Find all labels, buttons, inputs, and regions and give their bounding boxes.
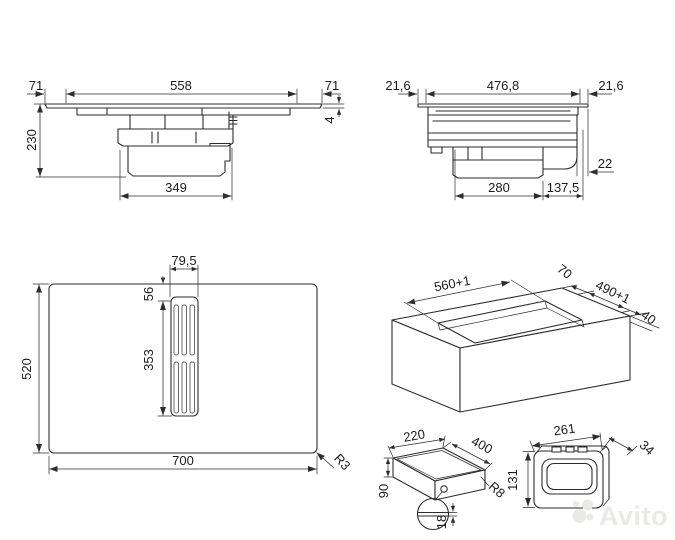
front-view-dimensions: 71 558 71 4 230 349 [24, 78, 345, 201]
dim-flange-width: 261 [553, 421, 577, 439]
grille-slots [173, 304, 195, 414]
duct-part-view: 220 400 90 R8 18 [376, 426, 508, 531]
dim-side-right-margin: 21,6 [598, 78, 623, 93]
front-view-geometry [44, 103, 323, 177]
side-view-geometry [417, 103, 589, 179]
grille-outline [170, 296, 199, 417]
front-view: 71 558 71 4 230 349 [24, 78, 345, 201]
dim-flange-height: 131 [505, 469, 520, 491]
top-view-dimensions: 79,5 56 353 520 700 R3 [19, 253, 353, 475]
dim-side-box-depth: 280 [488, 180, 510, 195]
dim-cutout-rear-margin: 70 [554, 261, 575, 282]
flange-part-view: 261 34 131 [505, 421, 658, 509]
cutout-inner-wall [437, 300, 585, 331]
glass-profile [417, 103, 589, 108]
rear-chamber [542, 146, 578, 170]
watermark-brand: Avito [599, 501, 668, 531]
dim-duct-length: 400 [469, 433, 495, 456]
dim-top-grille-length: 353 [141, 349, 156, 371]
dim-front-total-height: 230 [24, 129, 39, 151]
dim-side-body-depth: 476,8 [487, 78, 520, 93]
detail-leader [435, 491, 443, 500]
top-view-geometry [48, 283, 318, 454]
filter-tray-ticks [151, 131, 197, 144]
dim-front-motor-width: 349 [165, 180, 187, 195]
left-coil-housing [129, 114, 166, 130]
left-foot [430, 146, 443, 154]
main-body [427, 114, 578, 148]
watermark-logo-dot [586, 513, 594, 521]
dim-cutout-side-margin: 40 [638, 307, 658, 328]
flange-ring-outer [541, 458, 598, 495]
dim-top-corner-radius: R3 [331, 451, 353, 473]
body-inner-lines [427, 120, 578, 141]
dim-front-glass-thickness: 4 [322, 116, 337, 123]
side-view: 21,6 476,8 21,6 22 280 137,5 [385, 78, 624, 201]
detail-point-marker [440, 485, 448, 493]
cutout-iso-view: 560+1 70 490+1 40 [391, 261, 660, 413]
cutout-geometry [391, 287, 631, 413]
dim-front-left-margin: 71 [29, 78, 43, 93]
dim-front-right-margin: 71 [325, 78, 339, 93]
dim-side-left-margin: 21,6 [385, 78, 410, 93]
dim-duct-wall: 18 [434, 515, 449, 529]
lower-box [452, 146, 544, 179]
dim-top-grille-width: 79,5 [171, 253, 196, 268]
watermark-logo-dot [582, 499, 593, 511]
glass-profile [44, 103, 323, 109]
dim-flange-depth: 34 [637, 437, 658, 458]
flange-tab [577, 446, 588, 453]
body-band [76, 107, 291, 116]
top-view: 79,5 56 353 520 700 R3 [19, 253, 353, 475]
duct-geometry [392, 447, 486, 531]
duct-right-face [434, 469, 486, 501]
flange-rear-outline [540, 445, 610, 500]
dim-side-rear-gap: 22 [598, 156, 612, 171]
dim-cutout-width: 560+1 [433, 273, 472, 295]
motor-box [127, 142, 231, 177]
hob-outline [48, 283, 318, 454]
side-view-dimensions: 21,6 476,8 21,6 22 280 137,5 [385, 78, 624, 201]
flange-tab [565, 446, 575, 453]
dim-side-rear-depth: 137,5 [547, 180, 580, 195]
dim-top-grille-offset: 56 [141, 287, 156, 301]
dim-front-glass-width: 558 [170, 78, 192, 93]
dim-cutout-depth: 490+1 [593, 277, 632, 306]
terminal-pins [228, 111, 238, 129]
extension-lines [33, 88, 345, 201]
lower-box-details [452, 146, 544, 161]
dim-duct-width: 220 [402, 426, 426, 445]
flange-tab [551, 446, 562, 453]
detail-circle [416, 497, 450, 531]
watermark-logo-dot [573, 501, 579, 507]
duct-top-inset [396, 450, 482, 480]
dim-top-hob-width: 700 [172, 453, 194, 468]
extension-lines [403, 279, 546, 324]
detail-wall-section [417, 511, 450, 517]
flange-geometry [533, 445, 610, 509]
slab-right-face [459, 315, 631, 413]
dim-top-hob-depth: 520 [19, 358, 34, 380]
extension-lines [417, 88, 589, 201]
dim-duct-height: 90 [376, 484, 391, 498]
r8-leader [480, 476, 490, 487]
watermark: Avito [572, 499, 668, 531]
watermark-logo-dot [572, 509, 587, 523]
body-band-ticks [106, 107, 203, 116]
extension-lines [32, 264, 318, 475]
flange-ring-inner [546, 462, 593, 491]
filter-tray [117, 128, 234, 147]
